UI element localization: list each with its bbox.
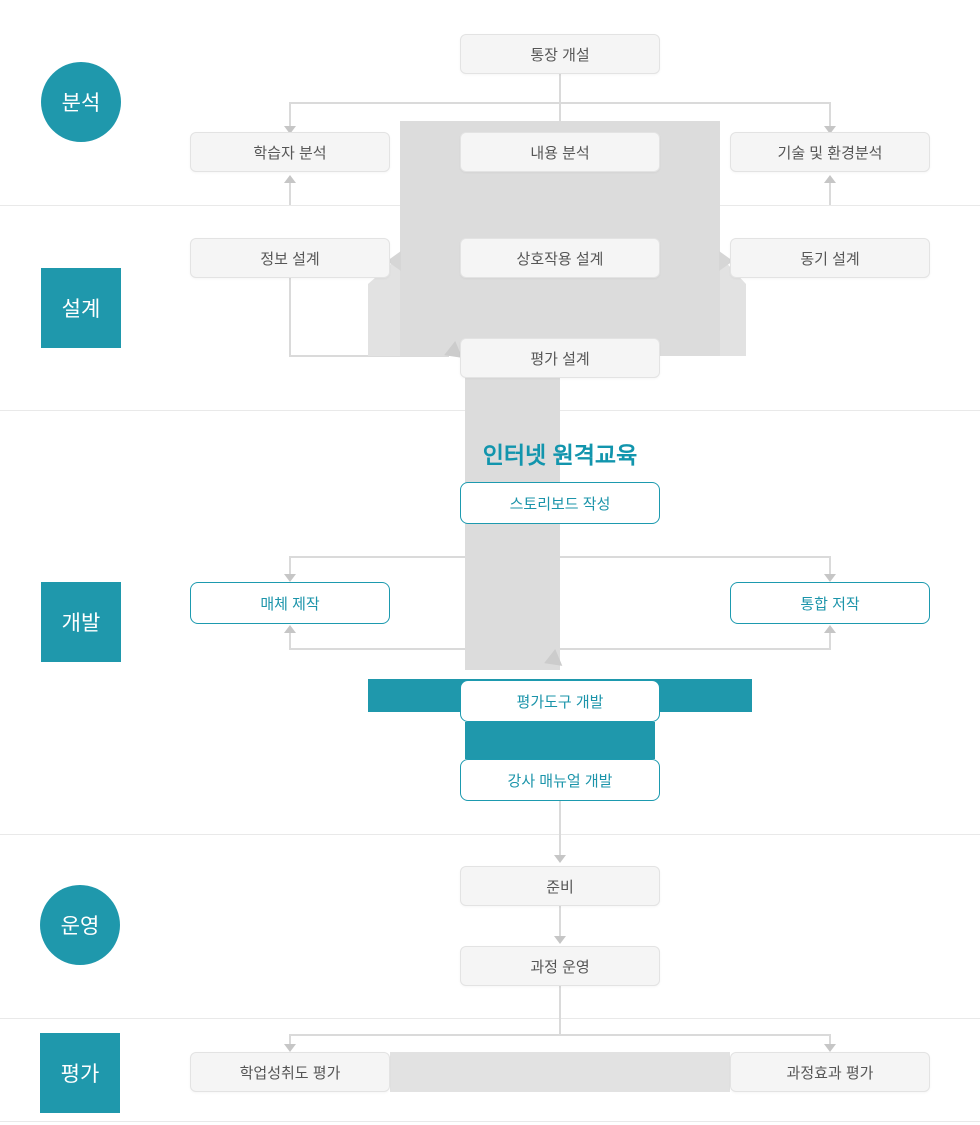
stage-operation-label: 운영 (60, 915, 100, 938)
connector-line (829, 102, 831, 128)
connector-line (559, 801, 561, 855)
arrow-up-icon (824, 625, 836, 633)
arrow-up-icon (824, 175, 836, 183)
connector-line (289, 355, 449, 357)
arrow-down-icon (824, 574, 836, 582)
arrow-up-icon (284, 625, 296, 633)
arrow-up-icon (284, 175, 296, 183)
stage-analysis: 분석 (41, 62, 121, 142)
connector-line (559, 986, 561, 1035)
connector-line (289, 556, 831, 558)
node-content-analysis: 내용 분석 (460, 132, 660, 172)
arrow-down-icon (284, 574, 296, 582)
connector-line (289, 278, 291, 357)
chevron-left-icon (387, 251, 401, 271)
arrow-down-icon (554, 855, 566, 863)
node-eval-tool-dev: 평가도구 개발 (460, 680, 660, 722)
node-account-opening: 통장 개설 (460, 34, 660, 74)
node-achievement-eval: 학업성취도 평가 (190, 1052, 390, 1092)
node-media-production: 매체 제작 (190, 582, 390, 624)
section-divider (0, 834, 980, 835)
stage-evaluation: 평가 (40, 1033, 120, 1113)
connector-line (559, 72, 561, 102)
section-divider (0, 1121, 980, 1122)
connector-line (829, 1034, 831, 1044)
node-tech-env-analysis: 기술 및 환경분석 (730, 132, 930, 172)
evaluation-link-band (390, 1052, 730, 1092)
node-course-effect-eval: 과정효과 평가 (730, 1052, 930, 1092)
node-eval-design: 평가 설계 (460, 338, 660, 378)
connector-line (289, 183, 291, 205)
stage-evaluation-label: 평가 (60, 1063, 100, 1086)
connector-line (289, 556, 291, 574)
node-integrated-authoring: 통합 저작 (730, 582, 930, 624)
connector-line (289, 102, 291, 128)
chevron-right-icon (719, 251, 733, 271)
node-preparation: 준비 (460, 866, 660, 906)
stage-development-label: 개발 (61, 612, 101, 635)
arrow-down-icon (284, 1044, 296, 1052)
node-learner-analysis: 학습자 분석 (190, 132, 390, 172)
node-course-operation: 과정 운영 (460, 946, 660, 986)
flow-title: 인터넷 원격교육 (482, 442, 638, 468)
node-instructor-manual-dev: 강사 매뉴얼 개발 (460, 759, 660, 801)
section-divider (0, 1018, 980, 1019)
connector-line (829, 633, 831, 649)
stage-design: 설계 (41, 268, 121, 348)
node-info-design: 정보 설계 (190, 238, 390, 278)
connector-line (289, 1034, 291, 1044)
connector-line (289, 648, 831, 650)
arrow-down-icon (284, 126, 296, 134)
arrow-down-icon (824, 126, 836, 134)
node-interaction-design: 상호작용 설계 (460, 238, 660, 278)
connector-line (289, 1034, 831, 1036)
node-motivation-design: 동기 설계 (730, 238, 930, 278)
stage-development: 개발 (41, 582, 121, 662)
connector-line (289, 633, 291, 649)
arrow-down-icon (554, 936, 566, 944)
stage-design-label: 설계 (61, 298, 101, 321)
stage-operation: 운영 (40, 885, 120, 965)
arrow-down-icon (824, 1044, 836, 1052)
node-storyboard: 스토리보드 작성 (460, 482, 660, 524)
connector-line (559, 906, 561, 936)
stage-analysis-label: 분석 (61, 92, 101, 115)
connector-line (559, 102, 561, 122)
connector-line (829, 556, 831, 574)
teal-connector-block (465, 722, 655, 759)
connector-line (829, 183, 831, 205)
